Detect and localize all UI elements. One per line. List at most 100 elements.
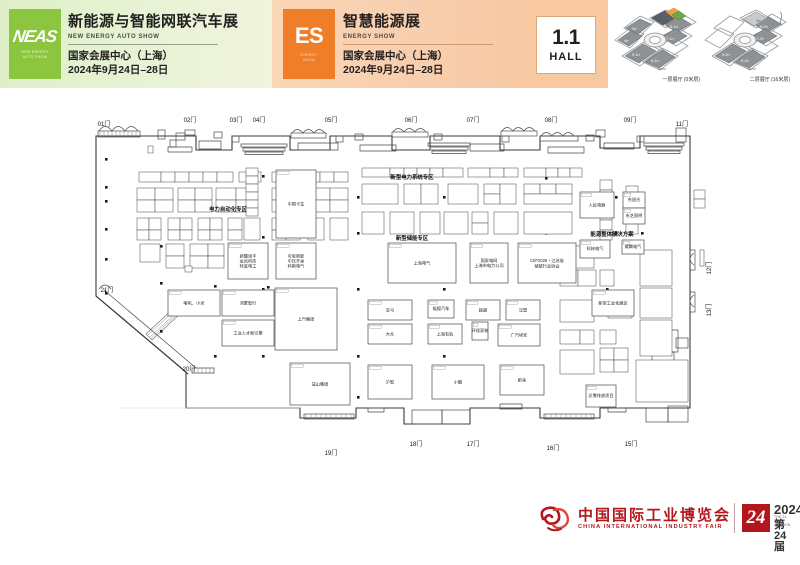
svg-text:16门: 16门	[547, 444, 560, 452]
svg-text:20门: 20门	[183, 365, 196, 373]
booth-label: 威腾电气	[625, 243, 643, 250]
neas-logo: NEAS NEW ENERGY AUTO SHOW	[9, 9, 61, 79]
svg-text:02门: 02门	[184, 116, 197, 124]
booth[interactable]	[585, 384, 617, 408]
svg-text:17门: 17门	[467, 440, 480, 448]
booth-label: 环保家装	[472, 327, 490, 334]
es-logo-subtitle: ENERGY SHOW	[300, 52, 318, 62]
booth[interactable]	[387, 242, 457, 284]
booth-code-box	[581, 241, 591, 245]
svg-text:4н: 4н	[624, 38, 629, 43]
svg-text:18门: 18门	[410, 440, 423, 448]
svg-text:13门: 13门	[705, 304, 713, 317]
neas-divider	[68, 43, 218, 45]
svg-text:11门: 11门	[676, 120, 688, 128]
booth-code-box	[593, 291, 606, 295]
booth[interactable]	[289, 362, 351, 406]
booth-label: 宝马	[386, 306, 394, 313]
fair-footer: 中国国际工业博览会 CHINA INTERNATIONAL INDUSTRY F…	[528, 498, 800, 553]
booth-code-box	[507, 301, 518, 305]
svg-text:8.2н: 8.2н	[760, 24, 769, 29]
booth-code-box	[291, 364, 304, 368]
booth[interactable]	[227, 242, 269, 280]
booth-code-box	[389, 244, 402, 248]
neas-header-text: 新能源与智能网联汽车展 NEW ENERGY AUTO SHOW 国家会展中心（…	[68, 13, 239, 77]
svg-text:3н: 3н	[756, 18, 761, 23]
fair-year: 2024	[774, 502, 800, 517]
venue-map-level2-caption: 二层展厅 (16米层)	[749, 77, 790, 83]
svg-text:8.1н: 8.1н	[670, 24, 679, 29]
booth[interactable]	[505, 299, 541, 321]
booth[interactable]	[469, 242, 509, 284]
neas-dates: 2024年9月24日–28日	[68, 63, 169, 76]
es-logo: ES ENERGY SHOW	[283, 9, 335, 79]
svg-text:6.1н: 6.1н	[651, 58, 660, 63]
bottom-door-labels: 19门 18门 17门 16门 15门	[325, 440, 638, 457]
booth-code-box	[473, 323, 479, 327]
booth[interactable]	[275, 242, 317, 280]
booth-label: 工业人才新引擎	[233, 330, 262, 337]
booth[interactable]	[367, 323, 413, 345]
svg-text:07门: 07门	[467, 116, 480, 124]
neas-title-en: NEW ENERGY AUTO SHOW	[68, 33, 160, 40]
svg-text:5.1н: 5.1н	[632, 52, 641, 57]
es-header-text: 智慧能源展 ENERGY SHOW 国家会展中心（上海） 2024年9月24日–…	[343, 13, 493, 77]
page-header: NEAS NEW ENERGY AUTO SHOW 新能源与智能网联汽车展 NE…	[0, 0, 800, 88]
booth[interactable]	[499, 364, 545, 396]
booth[interactable]	[465, 299, 501, 321]
booth-label: CIIF2025・江苏省	[530, 257, 564, 264]
booth-code-box	[501, 366, 514, 370]
booth-label: 越越	[479, 306, 488, 313]
booth-code-box	[169, 291, 182, 295]
booth[interactable]	[427, 323, 463, 345]
booth[interactable]	[427, 299, 455, 319]
svg-text:3н: 3н	[632, 26, 637, 31]
svg-text:03门: 03门	[230, 116, 243, 124]
booth[interactable]	[579, 239, 611, 259]
booth-label: 沪智	[386, 378, 394, 385]
booth-label: 益山集团	[312, 381, 329, 388]
zone-label-energy-solutions: 能源整体解决方案	[590, 230, 634, 238]
booth[interactable]	[367, 364, 413, 400]
fair-title-en: CHINA INTERNATIONAL INDUSTRY FAIR	[578, 524, 723, 530]
svg-text:5.2н: 5.2н	[722, 52, 731, 57]
es-venue: 国家会展中心（上海）	[343, 49, 448, 62]
booth[interactable]	[274, 287, 338, 351]
svg-text:12门: 12门	[705, 262, 713, 275]
booth-code-box	[369, 301, 382, 305]
booth-code-box	[519, 244, 532, 248]
booth-label: 东旭光	[628, 196, 641, 203]
booth[interactable]	[471, 321, 489, 341]
booth-code-box	[277, 171, 290, 175]
booth-code-box	[433, 366, 446, 370]
booth[interactable]	[497, 323, 541, 347]
booth-label: 小鹏	[454, 379, 462, 386]
booth-code-box	[581, 193, 592, 197]
footer-divider	[734, 503, 735, 533]
booth[interactable]	[367, 299, 413, 321]
svg-text:08门: 08门	[545, 116, 558, 124]
floorplan-canvas[interactable]: .w{fill:none;stroke:#3a3a3a;stroke-width…	[0, 88, 800, 488]
booth-code-box	[429, 301, 438, 305]
booth-code-box	[223, 291, 236, 295]
booth-code-box	[471, 244, 483, 248]
booth-label: 上海市电力公司	[474, 262, 503, 269]
booth-code-box	[277, 244, 290, 248]
booth-label: 蔚来	[518, 376, 527, 383]
booth-label: 大众	[386, 330, 394, 337]
hall-number: 1.1	[552, 26, 580, 49]
booth-code-box	[369, 366, 382, 370]
svg-text:15门: 15门	[625, 440, 638, 448]
booth[interactable]	[275, 169, 317, 239]
svg-text:19门: 19门	[325, 449, 338, 457]
booth[interactable]	[431, 364, 485, 400]
booth-label: 上海有轨	[437, 330, 455, 337]
booth-label: 东芝照明	[626, 212, 643, 219]
booth[interactable]	[517, 242, 577, 284]
booth-code-box	[624, 193, 631, 197]
